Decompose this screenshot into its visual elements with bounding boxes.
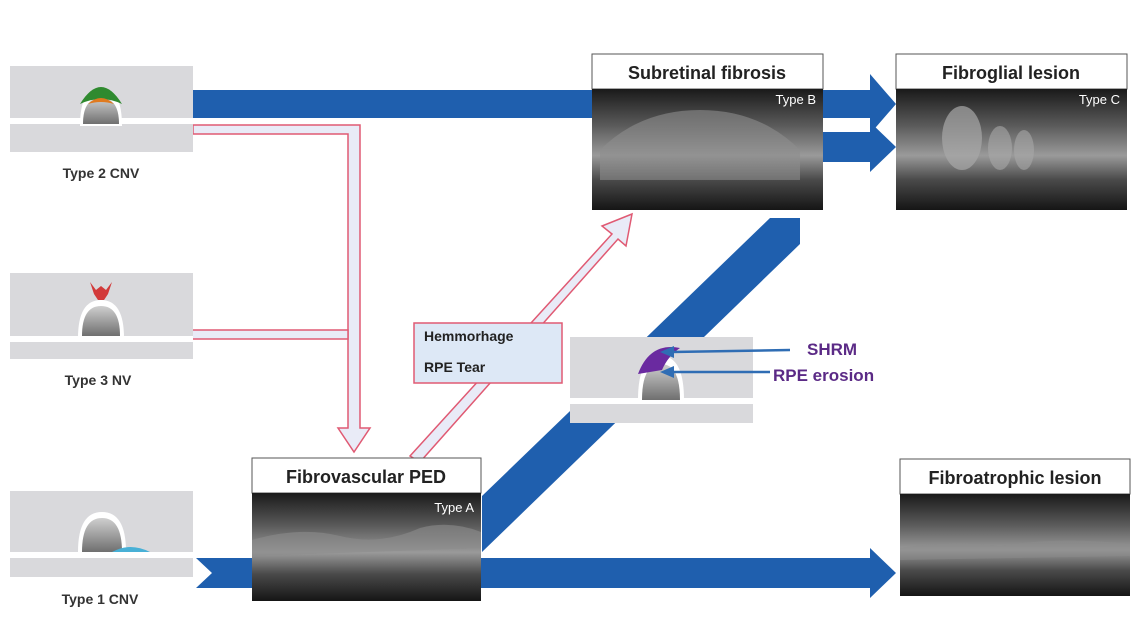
- pink-arrow-type2-to-ped: [192, 124, 372, 454]
- label-rpe-erosion: RPE erosion: [773, 366, 874, 385]
- green-lesion-icon: [80, 87, 122, 104]
- panel-tag-fibroglial: Type C: [1079, 92, 1120, 107]
- panel-title-fibroglial: Fibroglial lesion: [942, 63, 1080, 83]
- panel-tag-fibrovascular: Type A: [434, 500, 474, 515]
- callout-hemorrhage: Hemmorhage RPE Tear: [413, 322, 563, 384]
- caption-type2: Type 2 CNV: [63, 165, 140, 181]
- panel-fibroglial: Fibroglial lesion Type C: [895, 53, 1128, 210]
- pink-arrows: [189, 124, 633, 463]
- orange-lesion-icon: [88, 98, 114, 104]
- callout-line1: Hemmorhage: [424, 328, 514, 344]
- panel-title-fibrovascular: Fibrovascular PED: [286, 467, 446, 487]
- schematic-type3: Type 3 NV: [10, 273, 193, 388]
- panel-subretinal: Subretinal fibrosis Type B: [591, 53, 824, 210]
- cyan-lesion-icon: [112, 547, 150, 552]
- panel-tag-subretinal: Type B: [776, 92, 816, 107]
- panel-fibrovascular: Fibrovascular PED Type A: [251, 457, 482, 601]
- panel-fibroatrophic: Fibroatrophic lesion: [899, 458, 1131, 596]
- panel-title-fibroatrophic: Fibroatrophic lesion: [928, 468, 1101, 488]
- arrow-subretinal-to-fibroglial: [822, 122, 896, 172]
- schematic-type2: Type 2 CNV: [10, 66, 193, 181]
- panel-title-subretinal: Subretinal fibrosis: [628, 63, 786, 83]
- caption-type3: Type 3 NV: [65, 372, 132, 388]
- schematic-type1: Type 1 CNV: [10, 491, 193, 607]
- pink-arrow-type3-join: [189, 329, 349, 340]
- caption-type1: Type 1 CNV: [62, 591, 139, 607]
- arrow-type2-to-fibroglial: [193, 74, 896, 134]
- label-shrm: SHRM: [807, 340, 857, 359]
- schematic-shrm: SHRM RPE erosion: [570, 337, 874, 423]
- red-lesion-icon: [90, 282, 112, 300]
- callout-line2: RPE Tear: [424, 359, 486, 375]
